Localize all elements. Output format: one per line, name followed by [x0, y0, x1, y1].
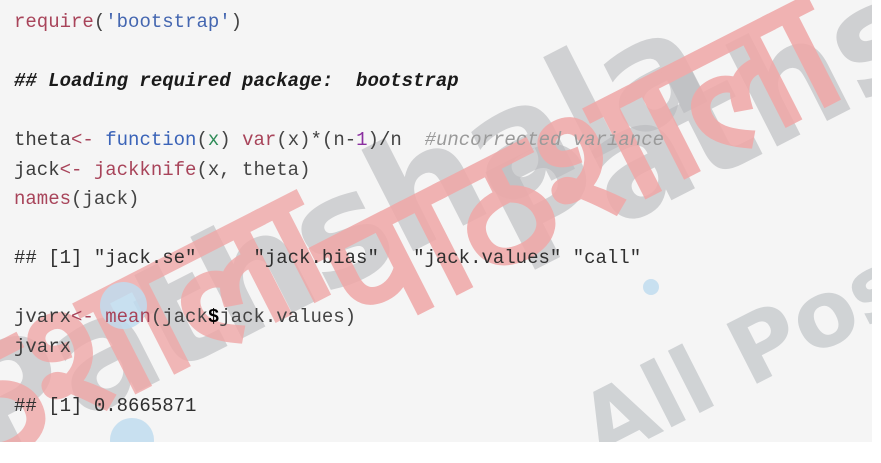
code-token: jvarx — [14, 335, 72, 358]
code-token: jackknife — [93, 158, 197, 181]
code-token: (jack) — [71, 188, 140, 210]
code-token: <- — [59, 158, 83, 181]
code-block: Pathshala पाठशाला Pathshala पाठशाला All … — [0, 0, 872, 442]
code-token: jack — [14, 158, 60, 181]
code-token: var — [242, 129, 277, 151]
code-listing: require('bootstrap') ## Loading required… — [14, 8, 664, 421]
code-token: (x, theta) — [196, 158, 311, 181]
line-jvarx-print: jvarx — [14, 333, 664, 363]
code-token: <- — [71, 129, 94, 151]
code-token: ## [1] "jack.se" "jack.bias" "jack.value… — [14, 247, 642, 269]
code-token: <- — [71, 306, 94, 328]
code-token: ( — [196, 129, 208, 151]
line-blank-1 — [14, 38, 664, 68]
code-token: ## Loading required package: bootstrap — [14, 70, 459, 92]
code-token: 'bootstrap' — [105, 11, 231, 33]
code-token: $ — [207, 306, 220, 328]
line-blank-2 — [14, 97, 664, 127]
code-token: ) — [230, 11, 243, 33]
code-token: ( — [93, 11, 106, 33]
watermark-dot-icon — [110, 418, 154, 442]
code-token: / — [378, 129, 391, 151]
line-jvarx-assign: jvarx<- mean(jack$jack.values) — [14, 303, 664, 333]
code-token: #uncorrected variance — [424, 129, 665, 151]
line-blank-4 — [14, 274, 664, 304]
line-theta: theta<- function(x) var(x)*(n-1)/n #unco… — [14, 126, 664, 156]
code-token: (jack — [150, 306, 208, 328]
code-token: (n- — [321, 129, 357, 151]
code-token — [82, 159, 93, 181]
code-token: mean — [105, 306, 151, 328]
code-token — [94, 306, 105, 328]
code-token: theta — [14, 129, 72, 151]
code-token: function — [105, 129, 197, 151]
line-loading-message: ## Loading required package: bootstrap — [14, 67, 664, 97]
code-token: * — [310, 129, 322, 151]
code-token: (x) — [276, 129, 311, 151]
code-token: ## [1] 0.8665871 — [14, 394, 197, 417]
code-token: 1 — [356, 129, 368, 151]
line-blank-3 — [14, 215, 664, 245]
code-token: ) — [367, 129, 379, 151]
code-token: names — [14, 188, 72, 210]
code-token: x — [207, 129, 220, 151]
line-require: require('bootstrap') — [14, 8, 664, 38]
line-jack: jack<- jackknife(x, theta) — [14, 156, 664, 186]
line-names: names(jack) — [14, 185, 664, 215]
code-token — [94, 129, 105, 151]
code-token: ) — [219, 129, 243, 151]
code-token: jack.values) — [219, 306, 357, 328]
line-blank-5 — [14, 362, 664, 392]
code-token: require — [14, 11, 94, 33]
line-output-value: ## [1] 0.8665871 — [14, 392, 664, 422]
code-token: jvarx — [14, 306, 72, 328]
line-output-names: ## [1] "jack.se" "jack.bias" "jack.value… — [14, 244, 664, 274]
code-token: n — [390, 129, 425, 151]
